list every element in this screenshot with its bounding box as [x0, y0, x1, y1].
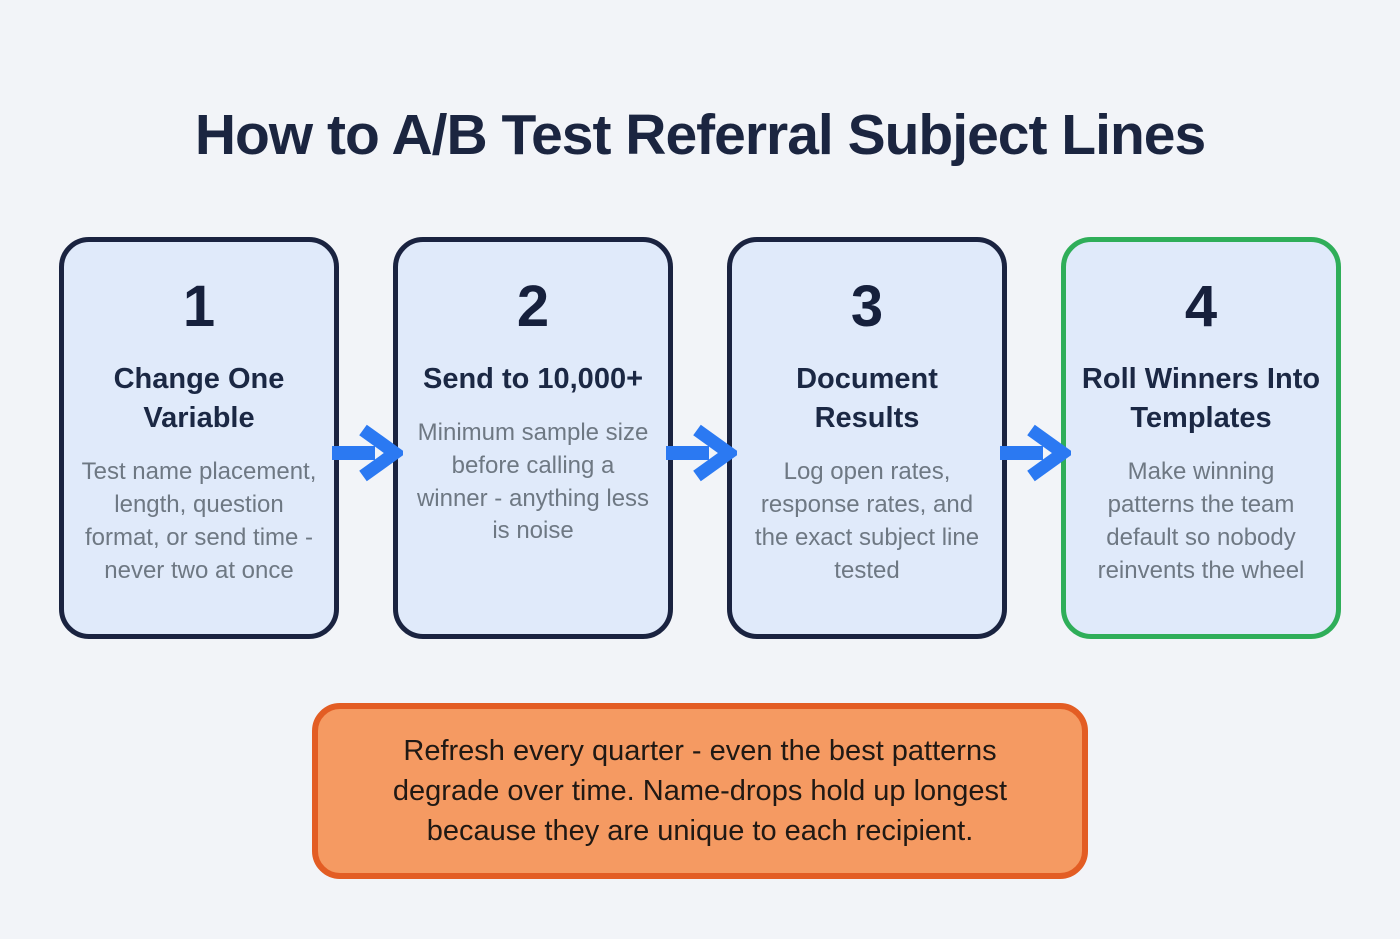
step-number: 4 [1184, 273, 1218, 339]
step-number: 2 [516, 273, 550, 339]
step-number: 3 [850, 273, 884, 339]
page-title: How to A/B Test Referral Subject Lines [194, 103, 1206, 167]
step-description: Test name placement, length, question fo… [81, 457, 317, 584]
step-description: Make winning patterns the team default s… [1097, 457, 1305, 584]
step-card-2: 2 Send to 10,000+ Minimum sample size be… [393, 236, 673, 639]
tip-callout: Refresh every quarter - even the best pa… [312, 702, 1088, 879]
step-heading: Document Results [796, 362, 938, 434]
step-card-4: 4 Roll Winners Into Templates Make winni… [1061, 236, 1341, 639]
right-arrow-icon [666, 424, 737, 481]
step-heading: Send to 10,000+ [422, 362, 644, 395]
step-card-3: 3 Document Results Log open rates, respo… [727, 236, 1007, 639]
steps-flow: 1 Change One Variable Test name placemen… [0, 236, 1400, 639]
flow-arrow-3 [1000, 237, 1071, 639]
right-arrow-icon [1000, 424, 1071, 481]
step-description: Log open rates, response rates, and the … [754, 457, 980, 584]
step-number: 1 [182, 273, 216, 339]
step-heading: Roll Winners Into Templates [1081, 362, 1321, 434]
flow-arrow-2 [666, 237, 737, 639]
step-heading: Change One Variable [113, 362, 285, 434]
right-arrow-icon [332, 424, 403, 481]
step-card-1: 1 Change One Variable Test name placemen… [59, 236, 339, 639]
step-description: Minimum sample size before calling a win… [416, 418, 650, 545]
flow-arrow-1 [332, 237, 403, 639]
